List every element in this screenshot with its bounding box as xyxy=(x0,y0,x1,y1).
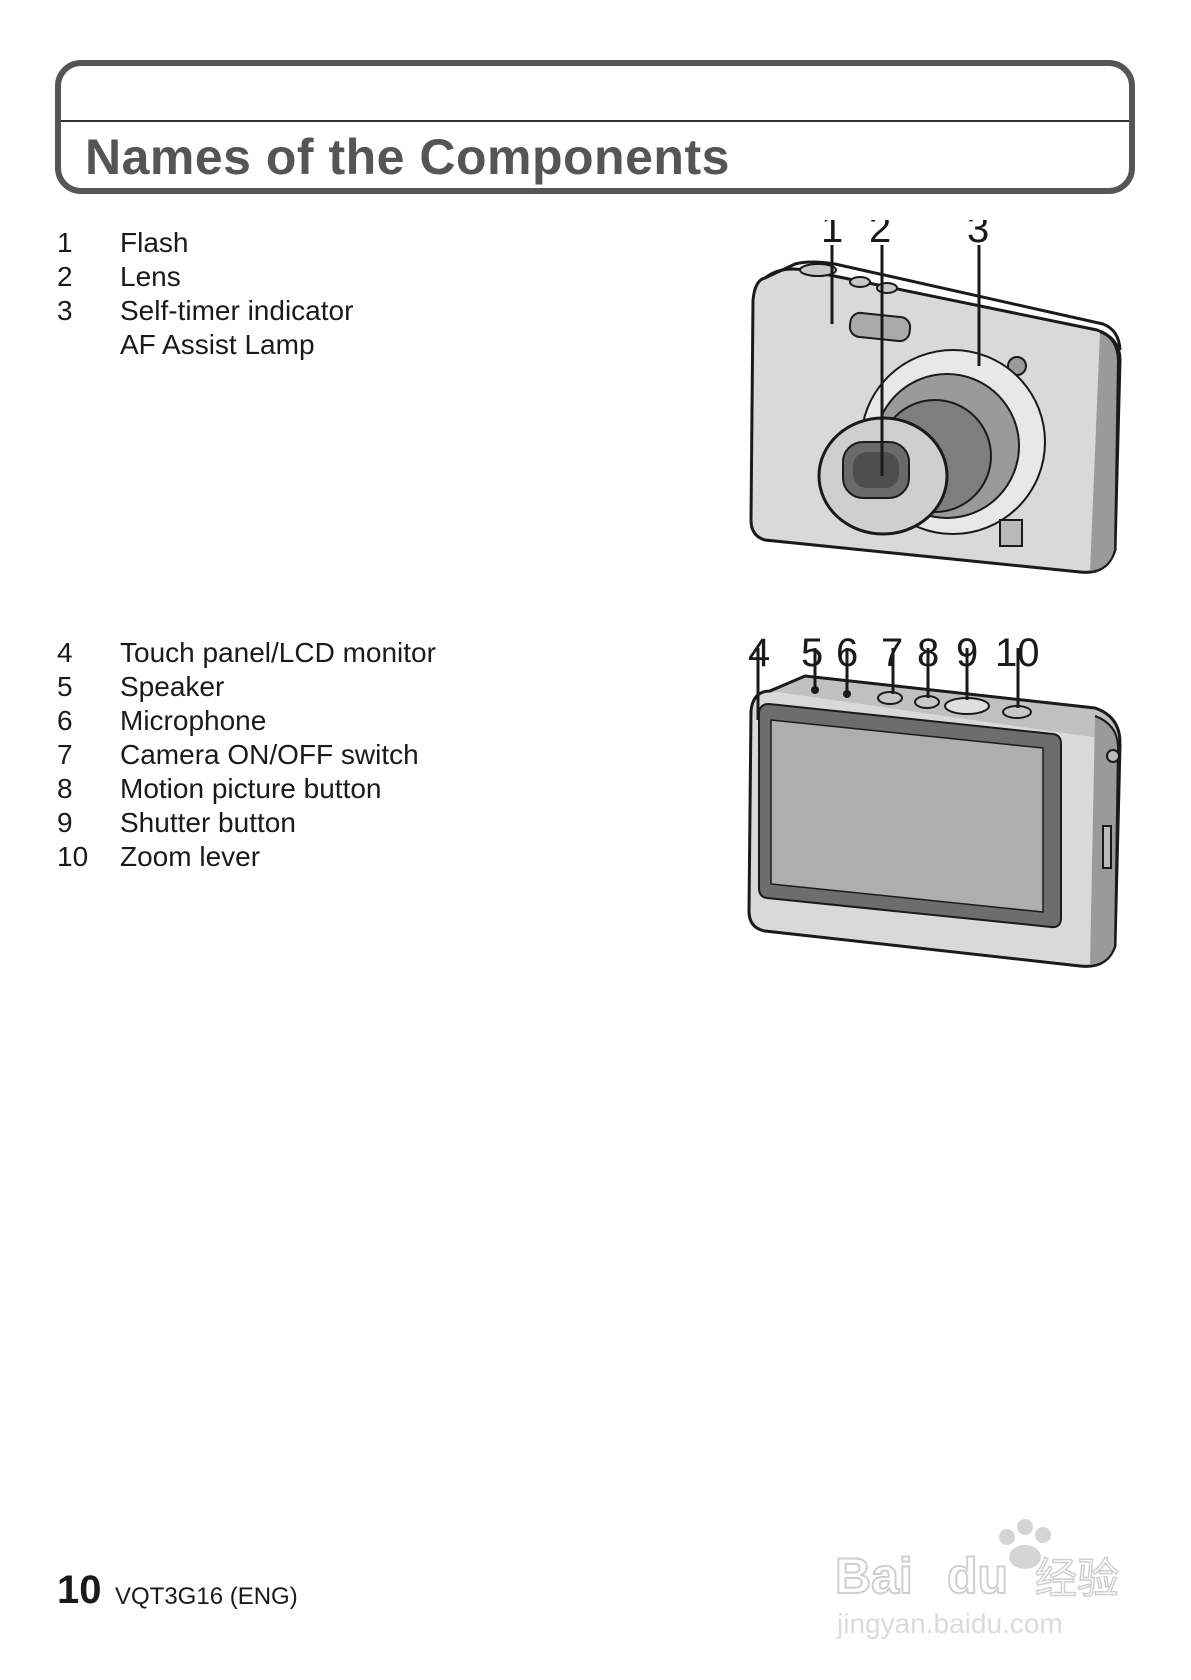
callout-label-1: 1 xyxy=(821,220,843,251)
title-rule xyxy=(61,120,1129,122)
item-number: 2 xyxy=(57,261,73,292)
flash-window xyxy=(848,311,912,343)
callout-label-6: 6 xyxy=(836,636,858,675)
item-label: Microphone xyxy=(120,705,267,736)
item-label: Lens xyxy=(120,261,181,292)
paw-icon xyxy=(999,1519,1051,1569)
item-label: Self-timer indicator xyxy=(120,295,354,326)
title-box: Names of the Components xyxy=(55,60,1135,194)
item-number: 6 xyxy=(57,705,73,736)
item-number: 10 xyxy=(57,841,89,872)
item-number: 5 xyxy=(57,671,73,702)
touch-panel-lcd xyxy=(770,719,1044,913)
item-label: Shutter button xyxy=(120,807,296,838)
watermark-url: jingyan.baidu.com xyxy=(836,1608,1063,1639)
callout-label-8: 8 xyxy=(917,636,939,675)
strap-eyelet-icon xyxy=(1106,749,1120,763)
camera-side-strip xyxy=(1089,331,1120,573)
item-label: Zoom lever xyxy=(120,841,261,872)
callout-label-10: 10 xyxy=(995,636,1040,675)
item-label: Flash xyxy=(120,227,189,258)
callout-label-2: 2 xyxy=(869,220,891,251)
callout-label-5: 5 xyxy=(801,636,823,675)
button-top-icon xyxy=(849,276,871,288)
sensor-window xyxy=(999,519,1023,547)
camera-top-edge xyxy=(764,260,1122,351)
document-code: VQT3G16 (ENG) xyxy=(115,1583,298,1610)
shutter-button-icon xyxy=(944,697,990,715)
item-number: 7 xyxy=(57,739,73,770)
watermark-brand: Bai xyxy=(835,1548,913,1604)
item-number: 8 xyxy=(57,773,73,804)
item-number: 3 xyxy=(57,295,73,326)
item-label: Speaker xyxy=(120,671,225,702)
camera-front-illustration: 1 2 3 xyxy=(749,220,1122,574)
item-label: Camera ON/OFF switch xyxy=(120,739,419,770)
item-label: AF Assist Lamp xyxy=(120,329,315,360)
power-switch-icon xyxy=(877,691,903,705)
button-top-icon xyxy=(876,282,898,294)
callout-label-3: 3 xyxy=(967,220,989,251)
page-number: 10 xyxy=(57,1568,102,1612)
watermark-cn: 经验 xyxy=(1035,1554,1119,1603)
item-number: 4 xyxy=(57,637,73,668)
item-number: 9 xyxy=(57,807,73,838)
item-label: Motion picture button xyxy=(120,773,382,804)
callout-label-7: 7 xyxy=(881,636,903,675)
shutter-top-icon xyxy=(799,263,837,277)
page-title: Names of the Components xyxy=(85,129,730,185)
item-label: Touch panel/LCD monitor xyxy=(120,637,436,668)
microphone-icon xyxy=(843,690,851,698)
watermark-brand-2: du xyxy=(947,1548,1008,1604)
lens-glass-inner xyxy=(853,452,899,488)
speaker-icon xyxy=(811,686,819,694)
baidu-watermark-logo: Bai du 经验 jingyan.baidu.com xyxy=(835,1519,1120,1639)
item-number: 1 xyxy=(57,227,73,258)
camera-back-illustration: 4 5 6 7 8 9 10 xyxy=(747,636,1122,968)
callout-label-4: 4 xyxy=(748,636,770,675)
callout-label-9: 9 xyxy=(956,636,978,675)
side-port xyxy=(1102,825,1112,869)
